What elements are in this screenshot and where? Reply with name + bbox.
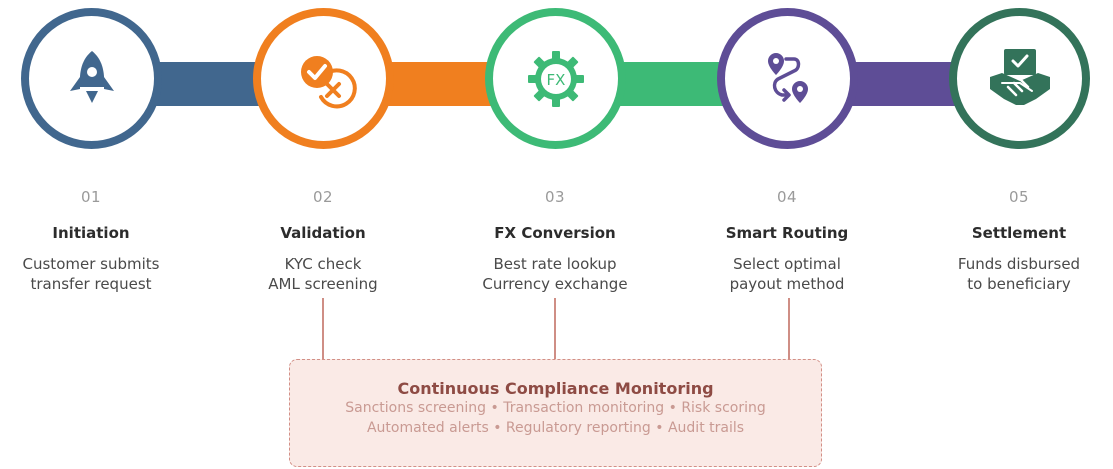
desc-line: Customer submits xyxy=(22,255,160,273)
desc-line: to beneficiary xyxy=(967,275,1071,293)
step-circle-initiation xyxy=(21,8,162,149)
step-circle-fx-conversion: FX xyxy=(485,8,626,149)
step-number: 02 xyxy=(312,188,334,206)
step-title: Smart Routing xyxy=(725,224,849,242)
step-description: Customer submits transfer request xyxy=(0,254,201,294)
compliance-title: Continuous Compliance Monitoring xyxy=(397,379,714,398)
check-cross-icon xyxy=(300,55,357,108)
desc-line: transfer request xyxy=(30,275,152,293)
desc-line: payout method xyxy=(729,275,845,293)
compliance-link-validation xyxy=(322,298,324,360)
compliance-link-fx xyxy=(554,298,556,360)
desc-line: Funds disbursed xyxy=(957,255,1081,273)
step-number: 01 xyxy=(80,188,102,206)
step-circle-settlement xyxy=(949,8,1090,149)
step-number: 03 xyxy=(544,188,566,206)
rocket-icon xyxy=(69,50,114,103)
desc-line: Currency exchange xyxy=(482,275,628,293)
step-title: Validation xyxy=(280,224,366,242)
desc-line: Select optimal xyxy=(733,255,841,273)
fx-gear-icon: FX xyxy=(527,50,584,107)
step-circle-smart-routing xyxy=(717,8,858,149)
step-title: Initiation xyxy=(52,224,130,242)
compliance-line: Sanctions screening • Transaction monito… xyxy=(345,400,766,416)
desc-line: AML screening xyxy=(268,275,378,293)
step-circle-validation xyxy=(253,8,394,149)
step-description: KYC check AML screening xyxy=(213,254,433,294)
desc-line: Best rate lookup xyxy=(493,255,617,273)
step-number: 05 xyxy=(1008,188,1030,206)
step-description: Select optimal payout method xyxy=(677,254,897,294)
fx-icon-text: FX xyxy=(546,71,565,89)
step-description: Best rate lookup Currency exchange xyxy=(445,254,665,294)
desc-line: KYC check xyxy=(284,255,362,273)
step-description: Funds disbursed to beneficiary xyxy=(909,254,1113,294)
step-number: 04 xyxy=(776,188,798,206)
step-title: FX Conversion xyxy=(494,224,616,242)
compliance-line: Automated alerts • Regulatory reporting … xyxy=(366,420,745,436)
step-title: Settlement xyxy=(971,224,1067,242)
route-icon xyxy=(767,52,808,103)
compliance-panel: Continuous Compliance Monitoring Sanctio… xyxy=(289,359,822,467)
compliance-link-routing xyxy=(788,298,790,360)
handshake-icon xyxy=(989,48,1050,105)
